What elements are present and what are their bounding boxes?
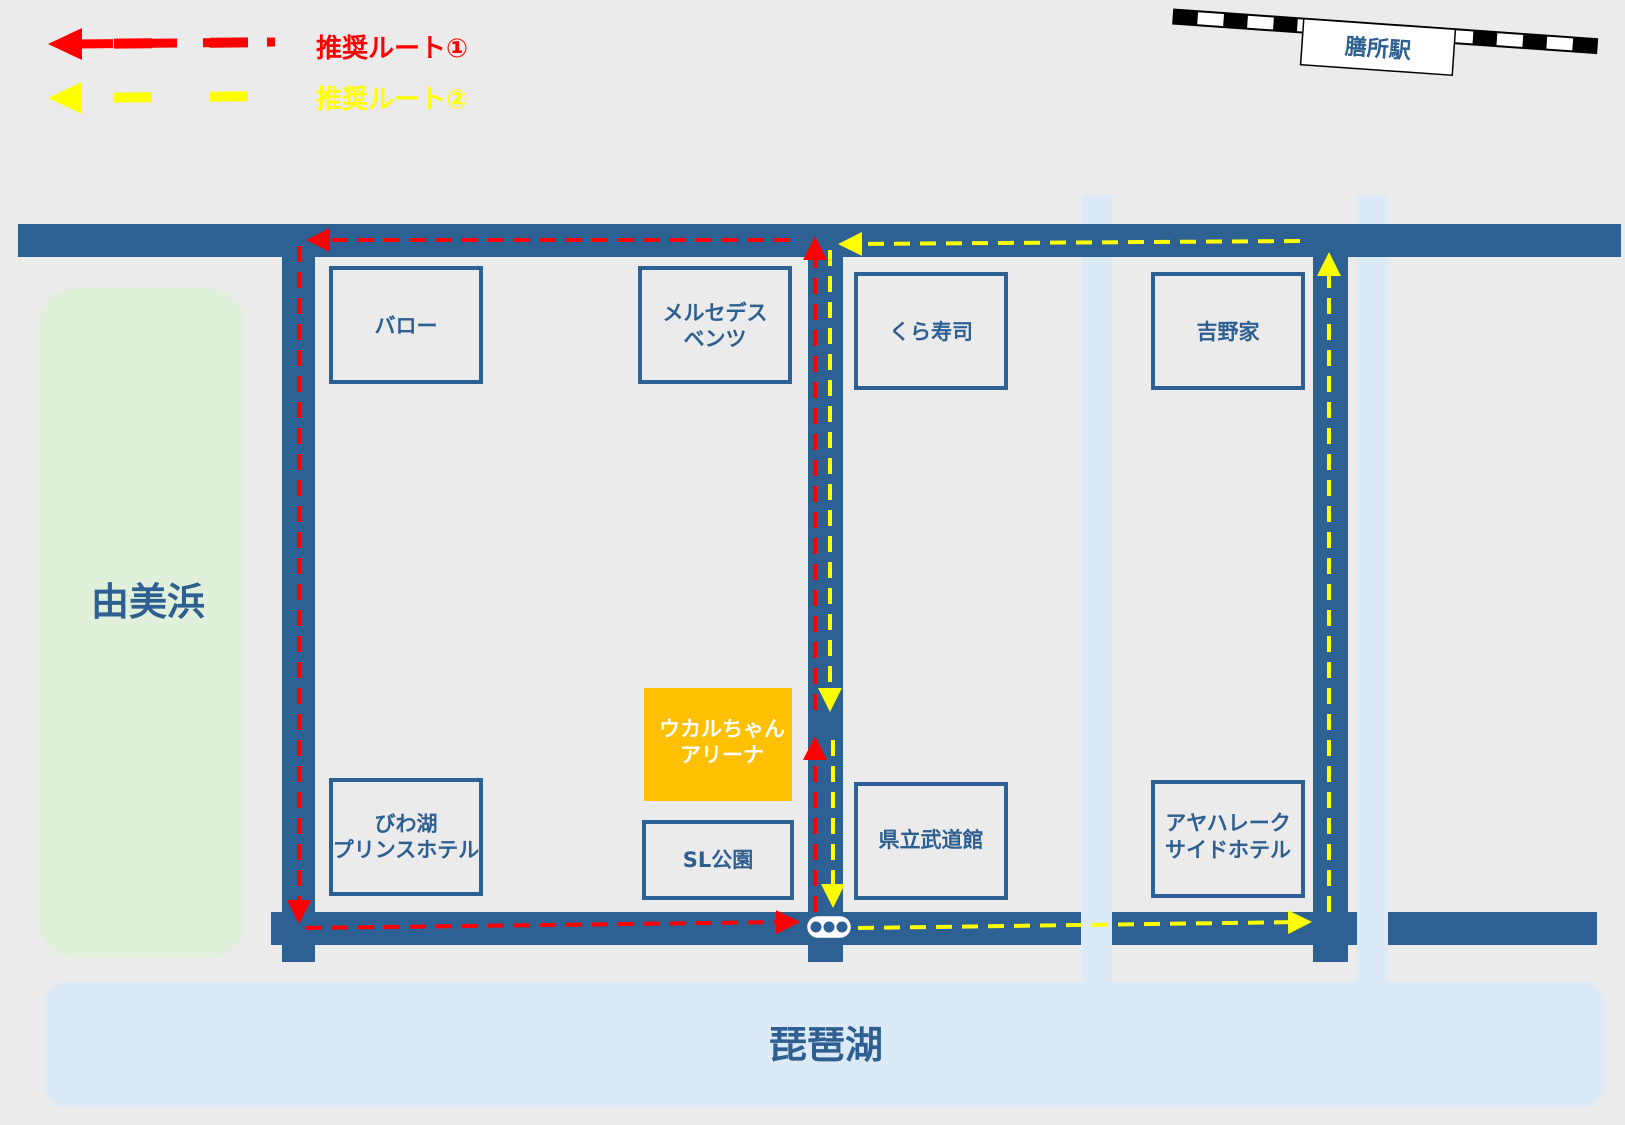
svg-text:ウカルちゃん: ウカルちゃん	[659, 717, 785, 741]
svg-text:SL公園: SL公園	[683, 848, 754, 872]
place-barlow: バロー	[329, 266, 483, 384]
svg-text:メルセデス: メルセデス	[663, 301, 768, 325]
place-yoshinoya: 吉野家	[1151, 272, 1305, 390]
place-arena: ウカルちゃん アリーナ	[644, 688, 792, 801]
svg-text:サイドホテル: サイドホテル	[1165, 838, 1291, 862]
place-budokan: 県立武道館	[854, 782, 1008, 900]
svg-text:ベンツ: ベンツ	[684, 327, 747, 351]
traffic-light-icon	[804, 913, 854, 941]
arrow-left-red-icon	[48, 28, 82, 60]
route-2-path	[818, 231, 1341, 935]
road-bottom-c	[1388, 912, 1597, 945]
route-1-path	[287, 228, 827, 938]
svg-text:くら寿司: くら寿司	[889, 320, 973, 344]
svg-text:バロー: バロー	[375, 314, 438, 338]
place-mercedes: メルセデス ベンツ	[638, 266, 792, 384]
svg-text:プリンスホテル: プリンスホテル	[333, 838, 480, 862]
svg-text:アヤハレーク: アヤハレーク	[1165, 811, 1291, 835]
beach-area	[38, 288, 245, 958]
svg-text:推奨ルート①: 推奨ルート①	[316, 34, 468, 64]
svg-text:吉野家: 吉野家	[1197, 320, 1261, 344]
svg-text:膳所駅: 膳所駅	[1344, 34, 1412, 65]
place-ayaha-hotel: アヤハレーク サイドホテル	[1151, 780, 1305, 898]
place-biwako-prince: びわ湖 プリンスホテル	[329, 778, 483, 896]
canal-left	[1082, 195, 1112, 985]
svg-text:アリーナ: アリーナ	[680, 743, 764, 767]
legend-route-1: 推奨ルート①	[48, 28, 468, 64]
legend-route-2: 推奨ルート②	[48, 82, 468, 115]
road-bottom-b	[1112, 912, 1357, 945]
lake-label: 琵琶湖	[769, 1023, 883, 1067]
beach-label: 由美浜	[91, 580, 205, 624]
svg-text:びわ湖: びわ湖	[375, 812, 438, 836]
station-sign: 膳所駅	[1299, 17, 1457, 77]
arrow-left-yellow-icon	[48, 82, 82, 114]
svg-text:県立武道館: 県立武道館	[879, 828, 984, 852]
place-sl-park: SL公園	[642, 820, 794, 900]
svg-text:推奨ルート②: 推奨ルート②	[316, 85, 468, 115]
place-kura-sushi: くら寿司	[854, 272, 1008, 390]
lake-area	[45, 982, 1605, 1107]
canal-right	[1357, 195, 1387, 985]
